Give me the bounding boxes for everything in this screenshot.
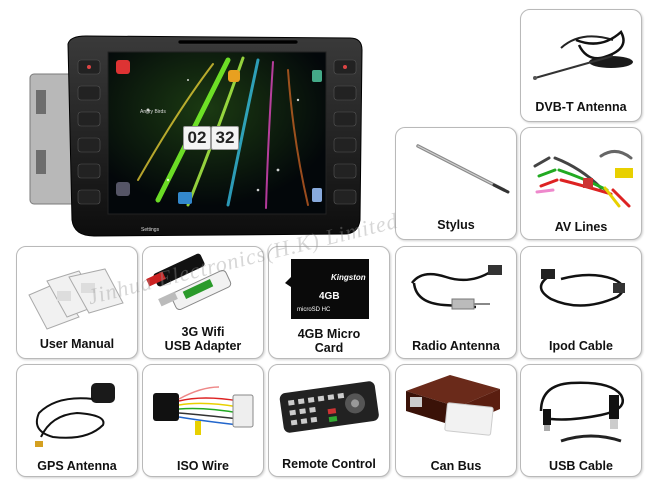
remote-control-icon bbox=[279, 381, 379, 433]
stylus-icon bbox=[416, 144, 510, 194]
tile-3g-wifi: 3G Wifi USB Adapter bbox=[142, 246, 264, 359]
sd-card-size: 4GB bbox=[319, 291, 340, 302]
microsd-card-icon bbox=[285, 259, 369, 319]
caption-micro-card-line2: Card bbox=[314, 341, 344, 355]
dvbt-antenna-icon bbox=[533, 30, 633, 80]
caption-3g-wifi-line2: USB Adapter bbox=[164, 339, 242, 353]
can-bus-icon bbox=[406, 375, 500, 436]
tile-iso-wire: ISO Wire bbox=[142, 364, 264, 477]
caption-micro-card: 4GB Micro Card bbox=[269, 327, 389, 355]
caption-av-lines: AV Lines bbox=[554, 220, 608, 234]
tile-av-lines: AV Lines bbox=[520, 127, 642, 240]
sd-card-type: microSD HC bbox=[297, 307, 331, 313]
tile-usb-cable: USB Cable bbox=[520, 364, 642, 477]
caption-micro-card-line1: 4GB Micro bbox=[297, 327, 361, 341]
caption-3g-wifi: 3G Wifi USB Adapter bbox=[143, 325, 263, 353]
caption-can-bus: Can Bus bbox=[430, 459, 482, 473]
caption-iso-wire: ISO Wire bbox=[177, 459, 229, 473]
clock-minutes: 32 bbox=[211, 126, 239, 150]
tile-ipod-cable: Ipod Cable bbox=[520, 246, 642, 359]
caption-usb-cable: USB Cable bbox=[549, 459, 613, 473]
caption-dvbt-antenna: DVB-T Antenna bbox=[535, 100, 627, 114]
app-label-settings: Settings bbox=[141, 227, 160, 233]
clock-hours: 02 bbox=[183, 126, 211, 150]
caption-3g-wifi-line1: 3G Wifi bbox=[181, 325, 225, 339]
tile-stylus: Stylus bbox=[395, 127, 517, 240]
caption-radio-antenna: Radio Antenna bbox=[412, 339, 500, 353]
app-label-angry-birds: Angry Birds bbox=[140, 109, 166, 115]
user-manual-icon bbox=[28, 268, 124, 330]
ipod-cable-icon bbox=[539, 269, 625, 307]
car-dvd-head-unit: 02 32 Angry Birds Settings bbox=[28, 30, 364, 240]
caption-remote-control: Remote Control bbox=[282, 457, 376, 471]
caption-ipod-cable: Ipod Cable bbox=[549, 339, 613, 353]
caption-user-manual: User Manual bbox=[39, 337, 115, 351]
sd-card-brand: Kingston bbox=[331, 273, 366, 282]
gps-antenna-icon bbox=[35, 383, 115, 447]
tile-gps-antenna: GPS Antenna bbox=[16, 364, 138, 477]
tile-user-manual: User Manual bbox=[16, 246, 138, 359]
tile-can-bus: Can Bus bbox=[395, 364, 517, 477]
tile-dvbt-antenna: DVB-T Antenna bbox=[520, 9, 642, 122]
tile-radio-antenna: Radio Antenna bbox=[395, 246, 517, 359]
usb-adapter-icon bbox=[146, 253, 232, 311]
radio-antenna-icon bbox=[410, 265, 502, 310]
caption-stylus: Stylus bbox=[437, 218, 475, 232]
tile-remote-control: Remote Control bbox=[268, 364, 390, 477]
av-lines-icon bbox=[533, 150, 633, 208]
usb-cable-icon bbox=[539, 381, 624, 443]
iso-wire-icon bbox=[153, 386, 254, 435]
tile-micro-card: Kingston 4GB microSD HC 4GB Micro Card bbox=[268, 246, 390, 359]
caption-gps-antenna: GPS Antenna bbox=[37, 459, 117, 473]
